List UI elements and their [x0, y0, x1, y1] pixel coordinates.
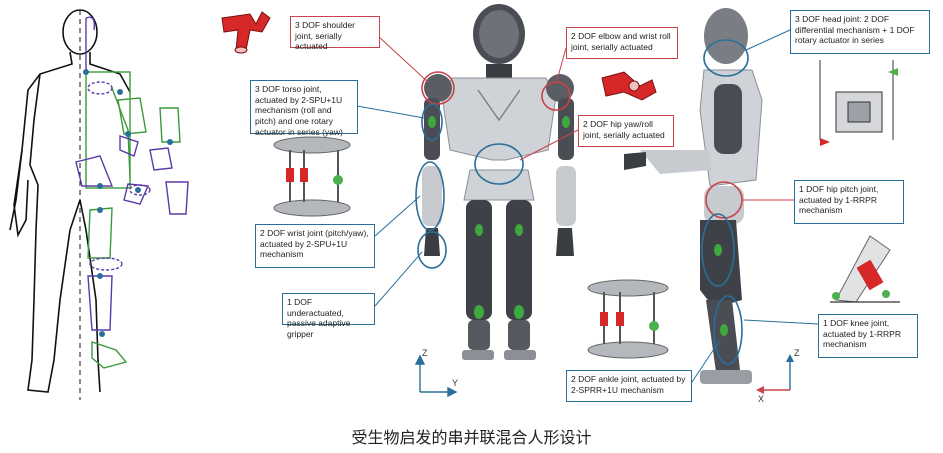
- leader-lines: [356, 29, 819, 383]
- elbow-wrist-joint-callout: 2 DOF elbow and wrist roll joint, serial…: [566, 27, 678, 59]
- side-z-axis-label: Z: [794, 348, 800, 358]
- ankle-mechanism-illustration: [587, 279, 669, 359]
- joint-markers: [83, 69, 173, 337]
- front-coordinate-frame: Z Y: [414, 348, 458, 398]
- head-joint-callout: 3 DOF head joint: 2 DOF differential mec…: [790, 10, 930, 54]
- human-outline: [9, 9, 131, 393]
- side-robot: [624, 8, 763, 384]
- front-z-axis-label: Z: [422, 348, 428, 358]
- hip-pitch-joint-callout: 1 DOF hip pitch joint, actuated by 1-RRP…: [794, 180, 904, 224]
- hip-yaw-roll-joint-callout: 2 DOF hip yaw/roll joint, serially actua…: [578, 115, 674, 147]
- shoulder-joint-callout: 3 DOF shoulder joint, serially actuated: [290, 16, 380, 51]
- head-mechanism-illustration: [819, 60, 898, 146]
- figure-caption: 受生物启发的串并联混合人形设计: [351, 428, 592, 447]
- side-x-axis-label: X: [758, 394, 764, 404]
- front-joint-highlights: [415, 71, 571, 269]
- knee-joint-callout: 1 DOF knee joint, actuated by 1-RRPR mec…: [818, 314, 918, 358]
- elbow-actuator-icon: [601, 71, 657, 101]
- wrist-joint-callout: 2 DOF wrist joint (pitch/yaw), actuated …: [255, 224, 375, 268]
- side-joint-highlights: [701, 39, 749, 365]
- hip-mechanism-illustration: [830, 235, 900, 303]
- torso-mechanism-illustration: [273, 136, 351, 217]
- gripper-callout: 1 DOF underactuated, passive adaptive gr…: [282, 293, 375, 339]
- torso-joint-callout: 3 DOF torso joint, actuated by 2-SPU+1U …: [250, 80, 358, 137]
- ankle-joint-callout: 2 DOF ankle joint, actuated by 2-SPRR+1U…: [566, 370, 692, 402]
- shoulder-actuator-icon: [221, 11, 271, 54]
- side-coordinate-frame: Z X: [756, 348, 800, 404]
- kinematic-chain: [75, 16, 189, 369]
- front-robot: [422, 4, 576, 360]
- front-y-axis-label: Y: [452, 378, 458, 388]
